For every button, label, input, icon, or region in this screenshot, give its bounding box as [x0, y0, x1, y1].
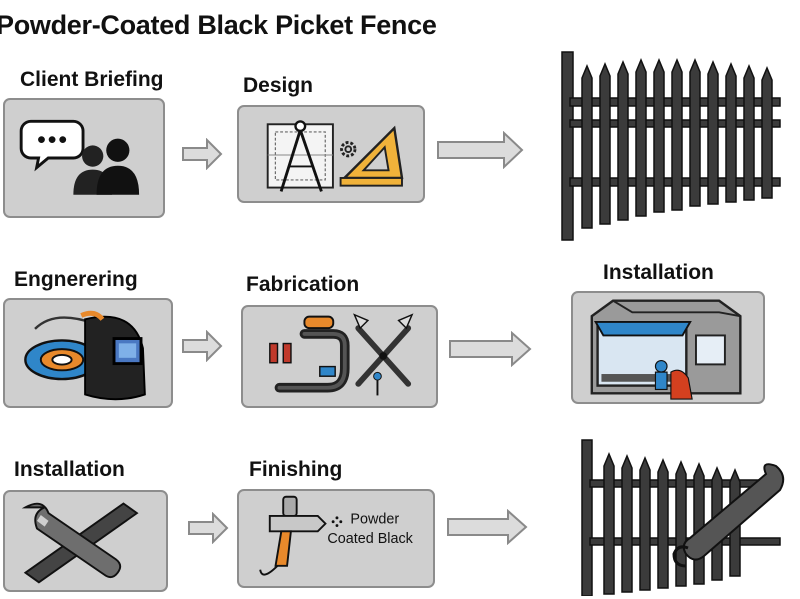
step-label-installation-top: Installation	[603, 261, 714, 284]
spray-gun-icon	[259, 495, 343, 576]
step-label-installation-bottom: Installation	[14, 458, 125, 481]
flow-arrow	[446, 509, 528, 545]
finishing-card: Powder Coated Black	[237, 489, 435, 588]
wrench-icon	[672, 463, 785, 568]
wrench-icon	[21, 502, 122, 579]
welding-mask-icon	[80, 310, 146, 401]
engineering-card	[3, 298, 173, 408]
fence-icon	[548, 48, 788, 243]
workers-icon	[654, 359, 693, 400]
installation-tools-card	[3, 490, 168, 592]
step-label-fabrication: Fabrication	[246, 273, 360, 296]
gear-icon	[340, 141, 357, 158]
flow-arrow	[187, 512, 229, 544]
installation-card	[571, 291, 765, 404]
page-title: Powder-Coated Black Picket Fence	[0, 10, 437, 40]
flow-arrow	[436, 131, 524, 169]
step-label-engineering: Engnerering	[14, 268, 138, 291]
workshop-icon	[590, 299, 742, 400]
people-icon	[73, 138, 140, 195]
flow-arrow	[181, 330, 223, 362]
engineering-illustration	[24, 310, 146, 401]
fabrication-card	[241, 305, 438, 408]
shears-icon	[353, 313, 414, 396]
client-briefing-illustration	[19, 119, 140, 195]
finishing-note-line1: Powder	[350, 512, 399, 528]
finishing-illustration: Powder Coated Black	[259, 495, 414, 576]
speech-bubble-icon	[19, 119, 85, 172]
step-label-client-briefing: Client Briefing	[20, 68, 164, 91]
fabrication-illustration	[269, 313, 414, 396]
finishing-note-line2: Coated Black	[327, 531, 413, 547]
step-label-design: Design	[243, 74, 314, 97]
triangle-ruler-icon	[339, 125, 404, 187]
design-card	[237, 105, 425, 203]
compass-icon	[279, 120, 323, 192]
fence-repair-icon	[570, 436, 795, 596]
client-briefing-card	[3, 98, 165, 218]
welding-torch-icon	[269, 315, 350, 393]
installation-tools-illustration	[21, 502, 139, 584]
step-label-finishing: Finishing	[249, 458, 343, 481]
design-illustration	[266, 120, 404, 192]
flow-arrow	[181, 138, 223, 170]
flow-arrow	[448, 331, 532, 367]
